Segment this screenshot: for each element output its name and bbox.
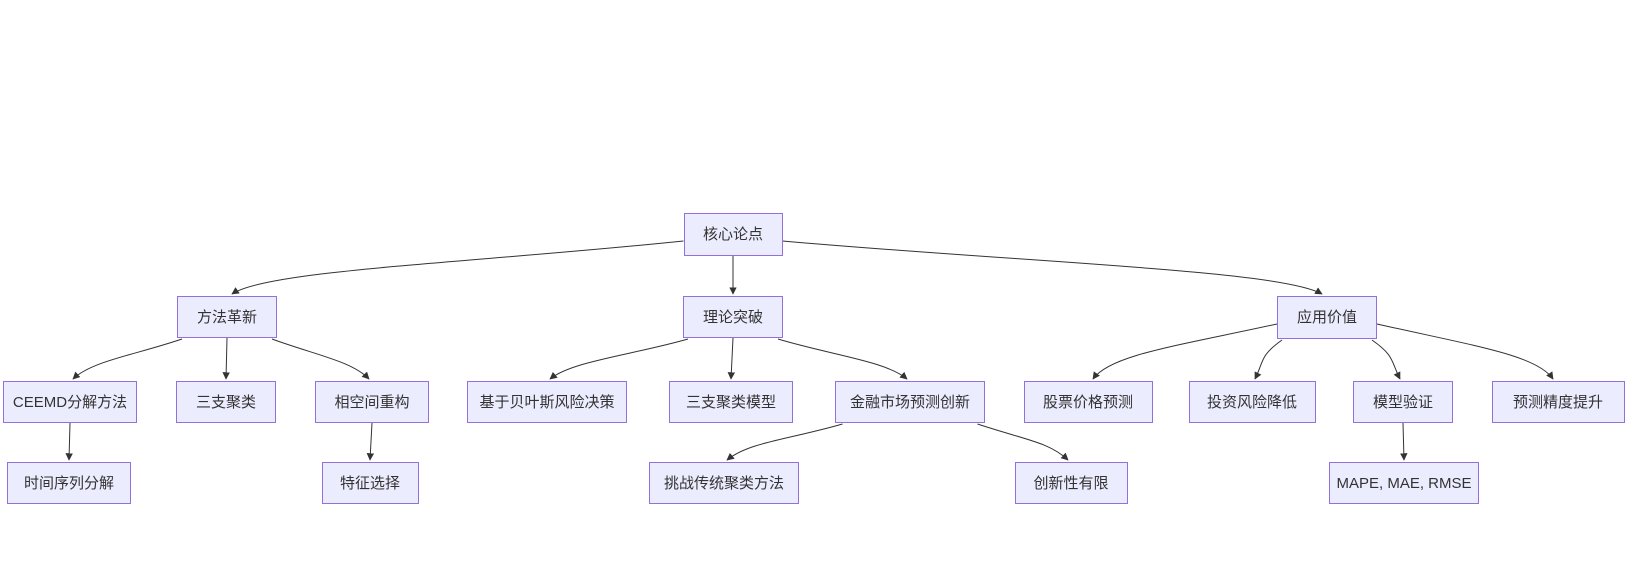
flowchart-edge-application-model-validation <box>1371 339 1401 380</box>
node-label: 基于贝叶斯风险决策 <box>479 393 615 411</box>
node-label: 三支聚类 <box>195 393 256 411</box>
flowchart-node-bayes: 基于贝叶斯风险决策 <box>467 381 627 423</box>
node-label: 三支聚类模型 <box>685 393 776 411</box>
flowchart-node-model-validation: 模型验证 <box>1353 381 1453 423</box>
flowchart-node-core: 核心论点 <box>683 213 783 256</box>
node-label: 预测精度提升 <box>1512 393 1603 411</box>
node-label: 方法革新 <box>196 308 257 326</box>
flowchart-node-metrics: MAPE, MAE, RMSE <box>1329 462 1479 504</box>
node-label: 理论突破 <box>702 308 763 326</box>
flowchart-node-risk-reduction: 投资风险降低 <box>1188 381 1316 423</box>
flowchart-edge-method-three-way <box>222 337 230 380</box>
flowchart-node-method: 方法革新 <box>177 296 277 338</box>
flowchart-edge-model-validation-metrics <box>1400 422 1408 461</box>
flowchart-node-three-way-model: 三支聚类模型 <box>669 381 793 423</box>
flowchart-edge-finance-innovation-challenge-clustering <box>726 423 843 461</box>
node-label: 时间序列分解 <box>23 474 114 492</box>
flowchart-edge-ceemd-ts-decomposition <box>65 422 73 461</box>
node-label: 特征选择 <box>339 474 400 492</box>
flowchart-edge-core-application <box>782 240 1323 295</box>
flowchart-edge-application-risk-reduction <box>1254 339 1283 380</box>
node-label: 投资风险降低 <box>1206 393 1297 411</box>
flowchart-node-three-way: 三支聚类 <box>176 381 276 423</box>
flowchart-node-limited-novelty: 创新性有限 <box>1014 462 1128 504</box>
node-label: CEEMD分解方法 <box>12 393 128 411</box>
flowchart-edge-method-ceemd <box>72 338 183 380</box>
flowchart-node-feature-selection: 特征选择 <box>321 462 419 504</box>
flowchart-node-accuracy: 预测精度提升 <box>1491 381 1625 423</box>
flowchart-node-ts-decomposition: 时间序列分解 <box>7 462 131 504</box>
flowchart-edge-application-accuracy <box>1376 323 1554 380</box>
flowchart-node-stock-prediction: 股票价格预测 <box>1023 381 1153 423</box>
flowchart-edge-theory-bayes <box>549 338 689 380</box>
flowchart-node-ceemd: CEEMD分解方法 <box>3 381 137 423</box>
node-label: 股票价格预测 <box>1042 393 1133 411</box>
node-label: 应用价值 <box>1296 309 1357 326</box>
flowchart-node-theory: 理论突破 <box>683 296 783 338</box>
flowchart-edge-finance-innovation-limited-novelty <box>977 423 1069 461</box>
flowchart-edge-phase-space-feature-selection <box>366 422 375 461</box>
flowchart-node-challenge-clustering: 挑战传统聚类方法 <box>649 462 799 504</box>
flowchart-node-finance-innovation: 金融市场预测创新 <box>835 381 985 423</box>
flowchart-edge-theory-three-way-model <box>727 337 736 380</box>
node-label: 创新性有限 <box>1033 474 1109 492</box>
node-label: MAPE, MAE, RMSE <box>1336 474 1472 492</box>
flowchart-edge-application-stock-prediction <box>1092 323 1278 380</box>
node-label: 模型验证 <box>1372 393 1433 411</box>
flowchart-node-phase-space: 相空间重构 <box>315 381 429 423</box>
node-label: 挑战传统聚类方法 <box>663 474 784 492</box>
flowchart-edge-method-phase-space <box>271 338 370 380</box>
node-label: 相空间重构 <box>334 393 410 411</box>
node-label: 核心论点 <box>702 226 763 243</box>
flowchart-node-application: 应用价值 <box>1277 296 1377 339</box>
node-label: 金融市场预测创新 <box>849 393 970 411</box>
flowchart-edge-theory-finance-innovation <box>777 338 908 380</box>
flowchart-edge-core-method <box>231 240 684 295</box>
